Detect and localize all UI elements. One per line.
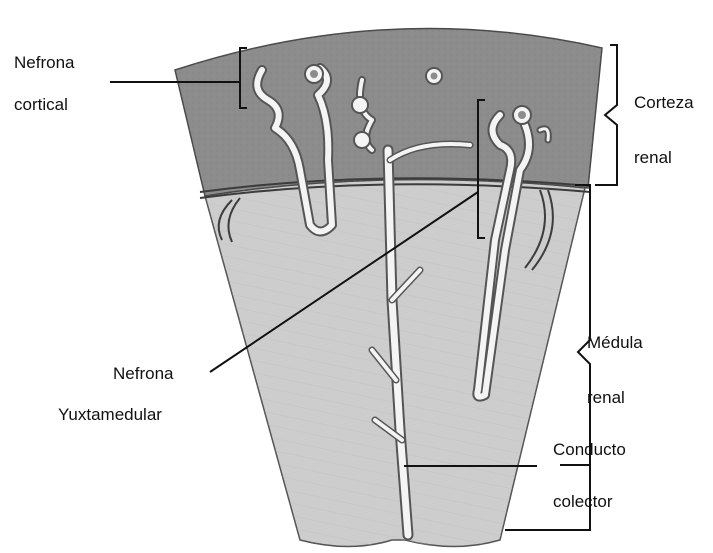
label-nefrona-cortical-1: Nefrona xyxy=(14,53,74,73)
label-medula-renal-2: renal xyxy=(587,388,625,408)
label-nefrona-cortical-2: cortical xyxy=(14,95,68,115)
label-nefrona-yuxtamedular-1: Nefrona xyxy=(113,364,173,384)
label-conducto-colector-2: colector xyxy=(553,492,613,512)
label-medula-renal-1: Médula xyxy=(587,333,643,353)
label-conducto-colector-1: Conducto xyxy=(553,440,626,460)
label-nefrona-yuxtamedular-2: Yuxtamedular xyxy=(58,405,162,425)
label-corteza-renal-2: renal xyxy=(634,148,672,168)
label-corteza-renal-1: Corteza xyxy=(634,93,694,113)
